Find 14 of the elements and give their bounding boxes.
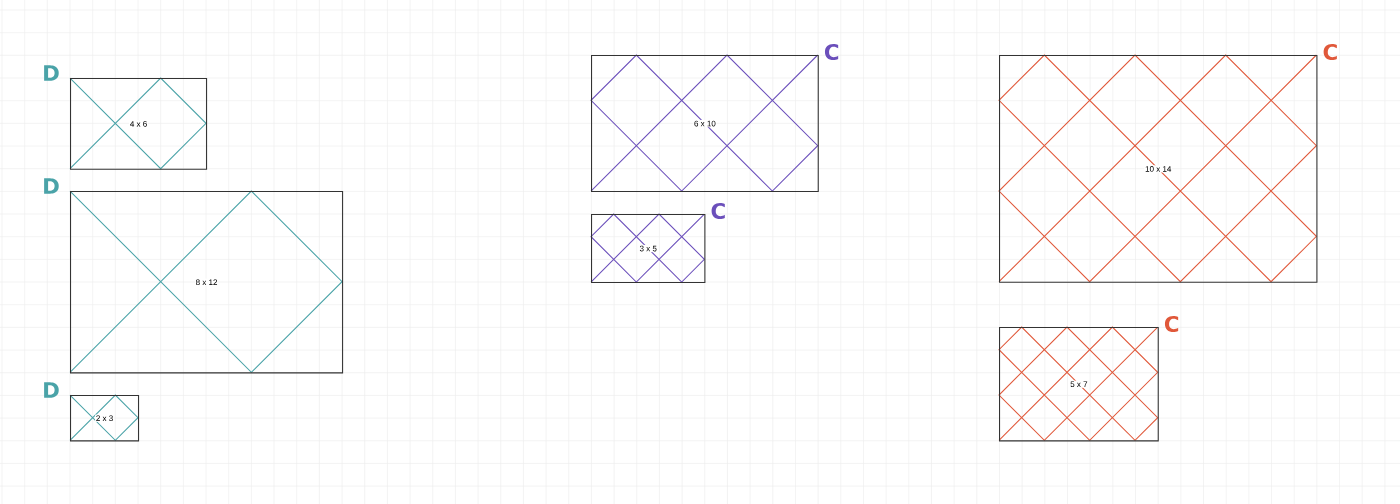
grid-rectangle: 5 x 7	[1069, 380, 1089, 388]
corner-letter: D	[44, 382, 59, 398]
corner-letter: C	[824, 43, 839, 61]
grid-rectangle: 2 x 3	[95, 414, 114, 422]
corner-letter: C	[711, 202, 725, 220]
corner-letter: C	[1164, 315, 1179, 333]
corner-letter: C	[1323, 43, 1337, 61]
grid-rectangle: 8 x 12	[194, 278, 219, 286]
corner-letter: D	[44, 178, 59, 194]
grid-rectangle: 6 x 10	[693, 119, 717, 128]
grid-rectangle: 4 x 6	[129, 120, 148, 128]
corner-letter: D	[44, 65, 59, 81]
grid-rectangle: 3 x 5	[638, 244, 658, 253]
grid-rectangle: 10 x 14	[1144, 165, 1173, 173]
